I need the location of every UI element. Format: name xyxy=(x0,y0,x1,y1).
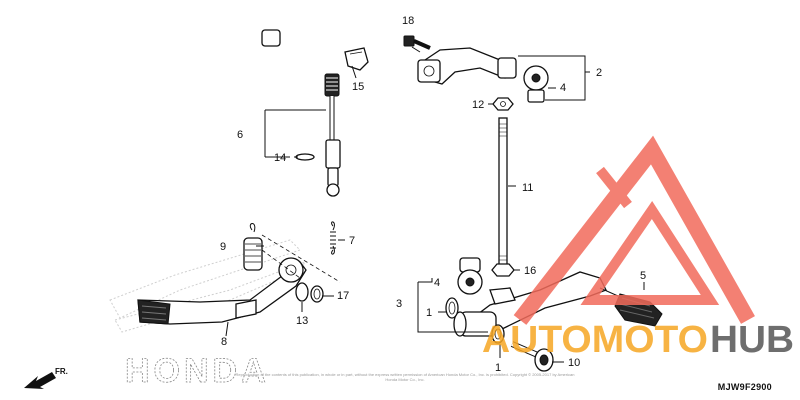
part-1-seal-right xyxy=(491,324,505,344)
part-13-washer xyxy=(295,282,309,302)
callout-16: 16 xyxy=(524,265,536,277)
part-14-clip xyxy=(295,153,315,161)
diagram-code: MJW9F2900 xyxy=(717,382,772,392)
callout-11: 11 xyxy=(522,182,533,194)
callout-4-upper: 4 xyxy=(560,82,566,94)
part-7-spring xyxy=(330,221,336,255)
part-18-bolt xyxy=(403,35,431,50)
part-4-joint-lower xyxy=(457,257,483,295)
callout-14: 14 xyxy=(274,152,286,164)
part-10-pivot-bolt xyxy=(510,341,554,372)
part-11-rod xyxy=(498,117,508,269)
callout-8: 8 xyxy=(221,336,227,348)
callout-3: 3 xyxy=(396,298,402,310)
callout-17: 17 xyxy=(337,290,349,302)
callout-5: 5 xyxy=(640,270,646,282)
callout-2: 2 xyxy=(596,67,602,79)
callout-15: 15 xyxy=(352,81,364,93)
watermark-text: AUTOMOTO HUB xyxy=(482,319,794,361)
part-12-nut xyxy=(492,97,514,111)
part-15-boot xyxy=(344,47,369,71)
callout-6: 6 xyxy=(237,129,243,141)
part-2-shift-arm xyxy=(417,47,517,85)
part-4-joint-upper xyxy=(523,65,549,103)
direction-label: FR. xyxy=(55,367,68,376)
callout-9: 9 xyxy=(220,241,226,253)
front-direction-arrow: FR. xyxy=(24,367,68,389)
callout-4-lower: 4 xyxy=(434,277,440,289)
part-1-seal-left xyxy=(445,297,459,319)
watermark-brand-part1: AUTOMOTO xyxy=(482,319,708,361)
callout-1-right: 1 xyxy=(495,362,501,374)
leader-lines xyxy=(225,46,645,363)
automotohub-watermark xyxy=(513,135,755,325)
callout-12: 12 xyxy=(472,99,484,111)
part-16-nut xyxy=(491,263,515,277)
callout-13: 13 xyxy=(296,315,308,327)
copyright-notice: Reproduction of the contents of this pub… xyxy=(235,372,575,382)
part-8-brake-pedal xyxy=(137,257,307,325)
callout-10: 10 xyxy=(568,357,580,369)
watermark-triangle-inner xyxy=(580,200,720,305)
watermark-triangle-outer xyxy=(513,135,755,325)
callout-7: 7 xyxy=(349,235,355,247)
assembly-guides xyxy=(261,234,341,283)
callout-18: 18 xyxy=(402,15,414,27)
honda-logo-text: HONDA xyxy=(125,352,270,390)
callout-1-left: 1 xyxy=(426,307,432,319)
callout-numbers: 18 2 4 12 11 16 4 3 1 1 10 5 6 14 15 7 9… xyxy=(220,15,646,374)
part-17-circlip xyxy=(310,285,324,303)
watermark-brand-part2: HUB xyxy=(710,319,794,361)
part-9-spring xyxy=(243,223,263,271)
part-6-rod-assembly xyxy=(261,29,341,197)
